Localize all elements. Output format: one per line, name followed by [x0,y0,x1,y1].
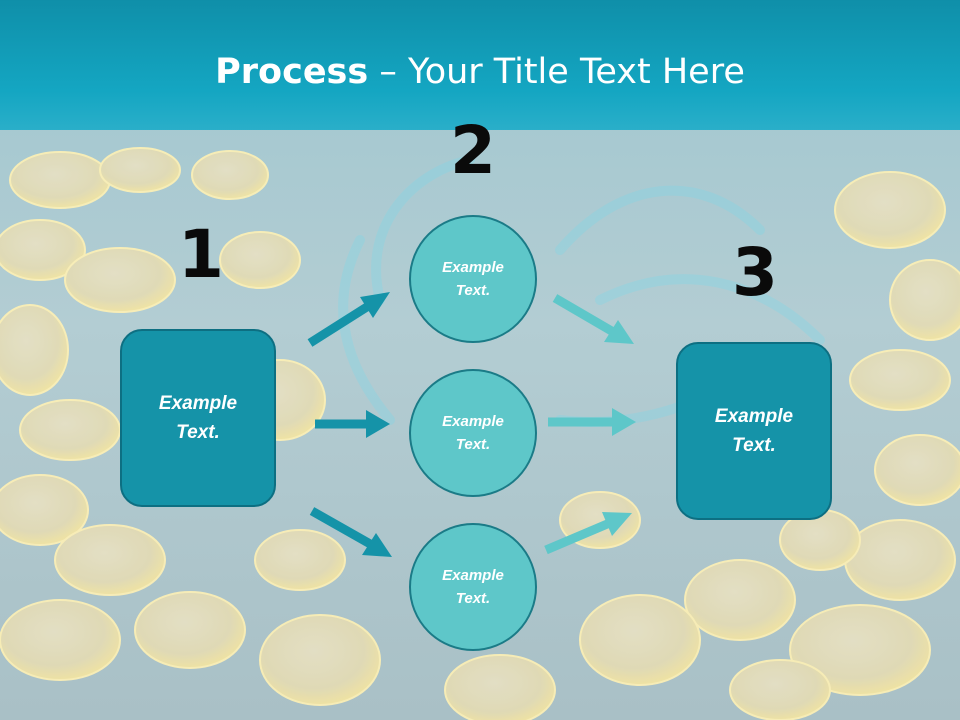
title-bar [0,0,960,130]
title-rest: – Your Title Text Here [368,52,745,92]
page-title: Process – Your Title Text Here [0,52,960,92]
arrow-1-to-bottom [309,507,392,557]
box-left-line1: Example [158,393,238,414]
step-number-3: 3 [732,234,778,311]
box-right-line2: Text. [732,435,776,456]
arrow-1-to-middle [315,410,390,438]
box-left-line2: Text. [176,422,220,443]
step-number-1: 1 [178,216,224,293]
circle-middle-line2: Text. [455,436,491,453]
circle-top-line2: Text. [455,282,491,299]
arrow-bottom-to-3 [544,512,632,555]
arrow-1-to-top [307,292,390,347]
circle-top-line1: Example [442,259,504,276]
arrow-top-to-3 [552,294,634,344]
box-right-line1: Example [714,406,794,427]
title-bold: Process [215,52,369,92]
step-number-2: 2 [450,112,496,189]
circle-middle-line1: Example [442,413,504,430]
arrow-middle-to-3 [548,408,636,436]
circle-bottom-line1: Example [442,567,504,584]
circle-bottom-line2: Text. [455,590,491,607]
